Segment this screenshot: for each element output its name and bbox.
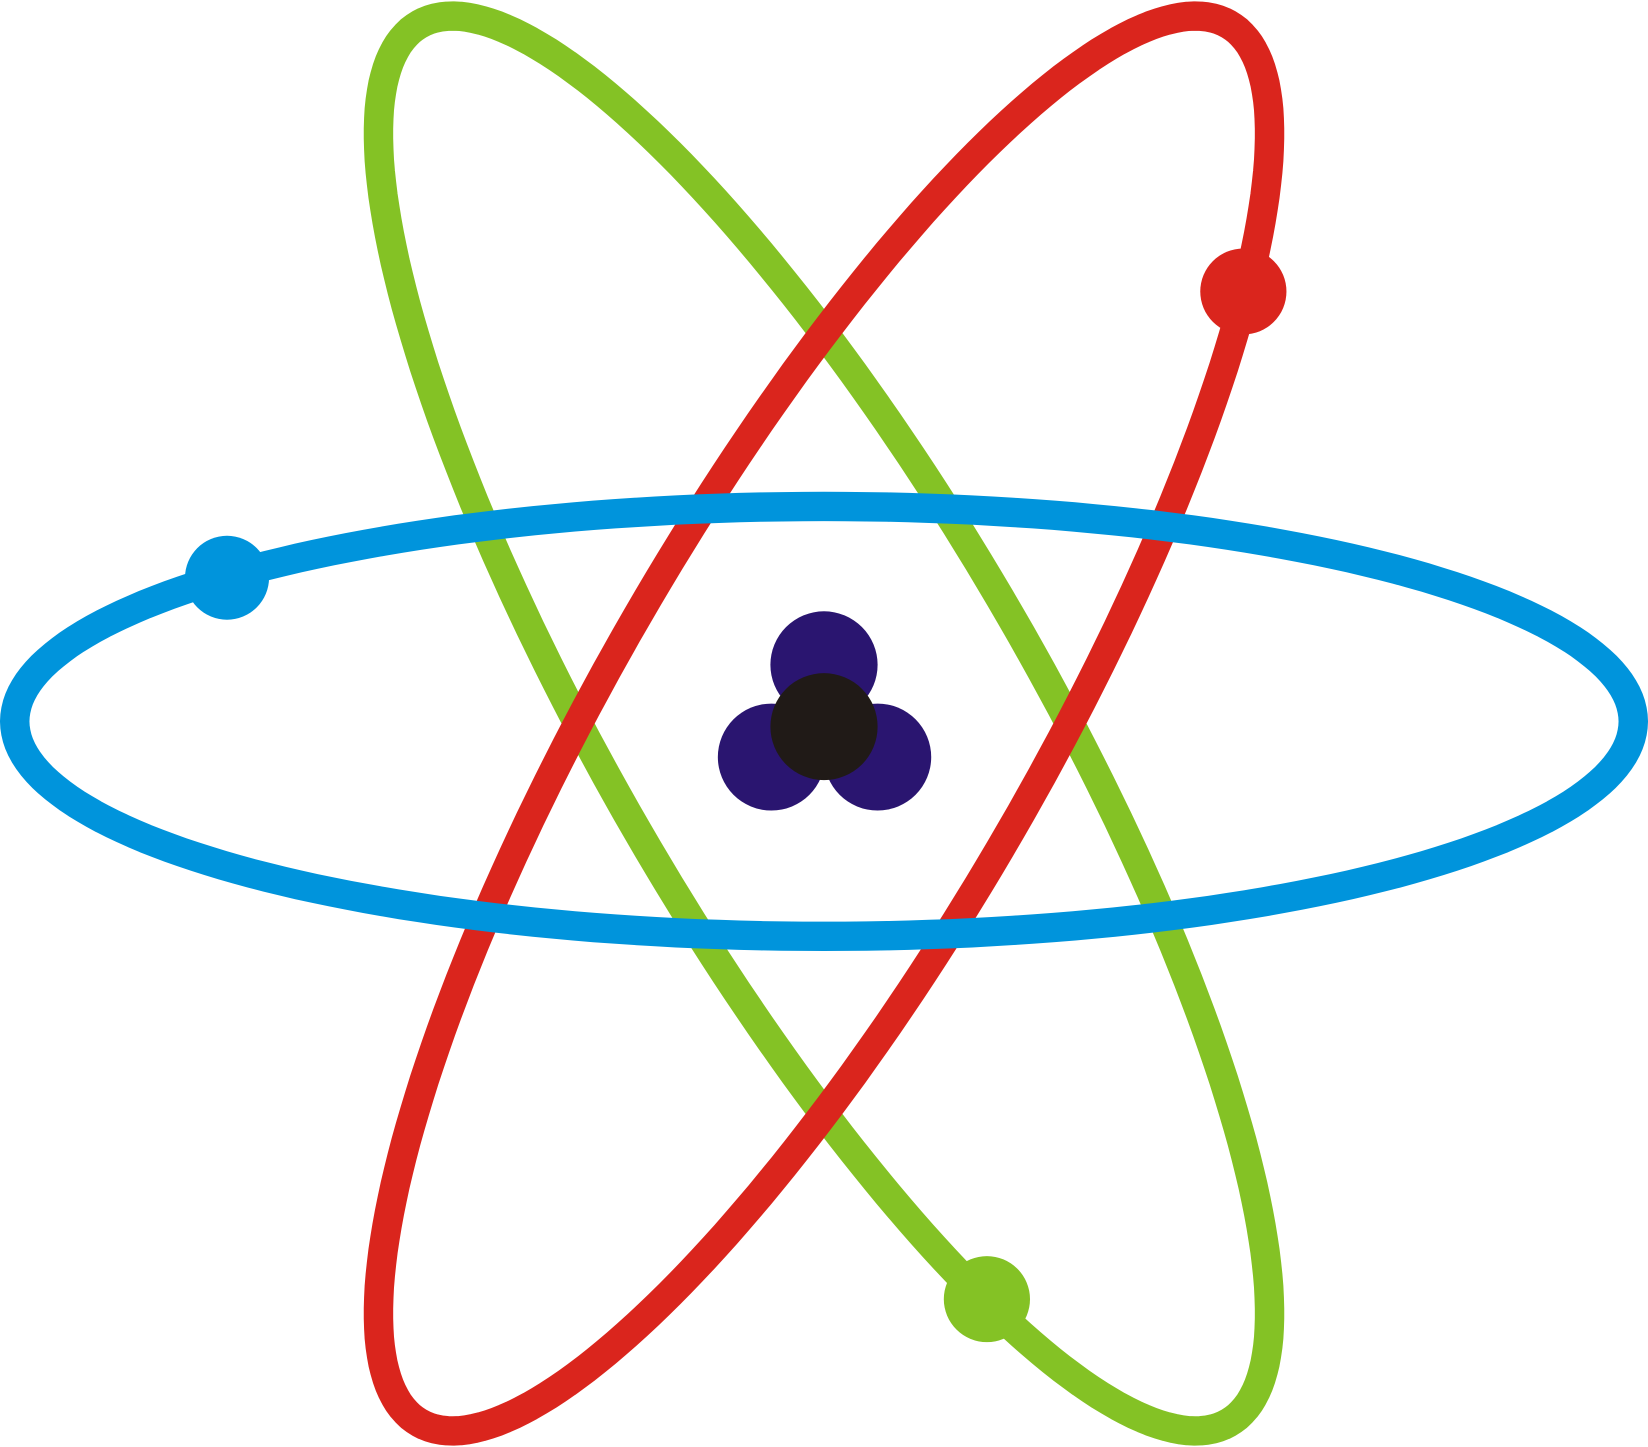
neutron-center [770, 673, 878, 781]
blue-orbit [0, 491, 1648, 952]
red-orbit [363, 1, 1285, 1446]
nucleus [717, 611, 932, 811]
green-orbit [363, 1, 1285, 1446]
blue-electron [184, 535, 270, 620]
green-electron [943, 1256, 1030, 1343]
red-electron [1200, 248, 1287, 335]
